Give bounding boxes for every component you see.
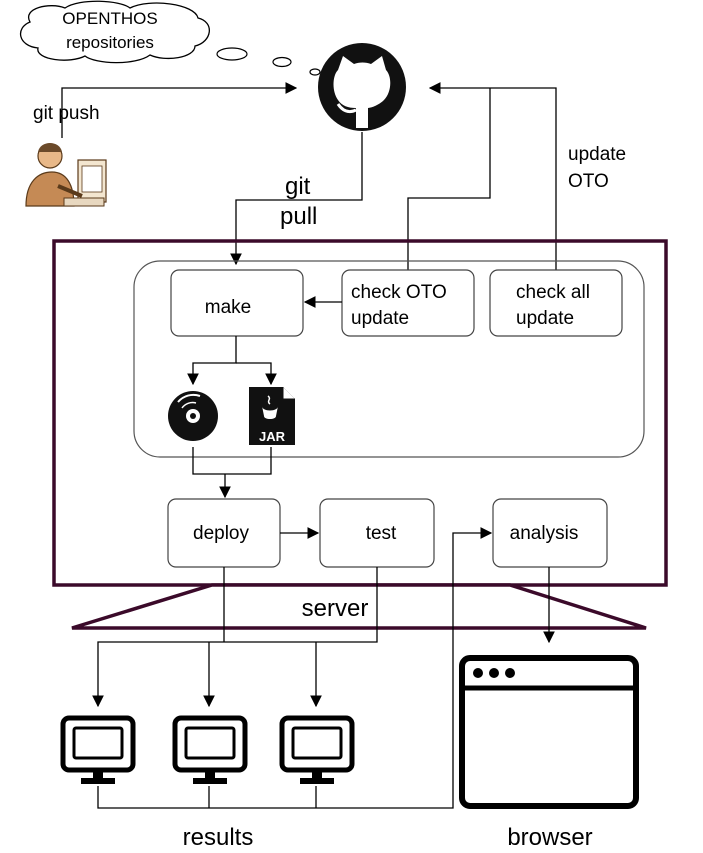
cloud-shape — [20, 0, 210, 64]
thought-bubble-medium — [272, 56, 292, 68]
cloud-line-2: repositories — [66, 33, 154, 52]
cloud-line-1: OPENTHOS — [62, 9, 157, 28]
git-push-arrow — [61, 82, 298, 138]
git-pull-label-1: git — [285, 173, 311, 200]
browser-window-icon — [459, 655, 639, 809]
check-oto-up-line — [407, 88, 491, 270]
analysis-box — [492, 498, 608, 568]
check-all-label-2: update — [516, 308, 574, 329]
jar-file-icon: JAR — [249, 387, 295, 445]
monitor-icon — [172, 715, 248, 784]
jar-label: JAR — [259, 429, 286, 444]
server-label: server — [302, 595, 369, 622]
test-to-monitor-1-arrow — [92, 567, 378, 708]
git-pull-label-2: pull — [280, 203, 317, 230]
thought-bubble-large — [216, 47, 248, 61]
outputs-merge-line — [192, 447, 272, 475]
check-oto-label-2: update — [351, 308, 409, 329]
results-label: results — [183, 824, 254, 851]
server-stand — [71, 583, 647, 630]
check-all-label-1: check all — [516, 282, 590, 303]
deploy-label: deploy — [193, 523, 249, 544]
git-push-label: git push — [33, 103, 100, 124]
monitor-icon — [279, 715, 355, 784]
check-oto-update-box — [341, 269, 475, 337]
make-box — [170, 269, 304, 337]
analysis-label: analysis — [510, 523, 579, 544]
make-to-jar-arrow — [236, 362, 277, 386]
git-pull-arrow — [230, 132, 363, 266]
check-all-update-box — [489, 269, 623, 337]
disc-icon — [168, 391, 218, 441]
results-to-analysis-arrow — [97, 527, 493, 809]
update-oto-arrow — [428, 82, 557, 270]
update-oto-label-1: update — [568, 144, 626, 165]
monitor-icon — [60, 715, 136, 784]
make-to-disc-arrow — [187, 336, 237, 386]
update-oto-label-2: OTO — [568, 171, 609, 192]
check-oto-label-1: check OTO — [351, 282, 447, 303]
build-group — [133, 260, 645, 458]
make-label: make — [205, 297, 251, 318]
test-label: test — [366, 523, 397, 544]
repositories-cloud: OPENTHOS repositories — [20, 0, 321, 76]
github-icon — [318, 43, 406, 131]
person-at-computer-icon — [25, 143, 107, 207]
browser-label: browser — [507, 824, 592, 851]
thought-bubble-small — [309, 68, 321, 76]
